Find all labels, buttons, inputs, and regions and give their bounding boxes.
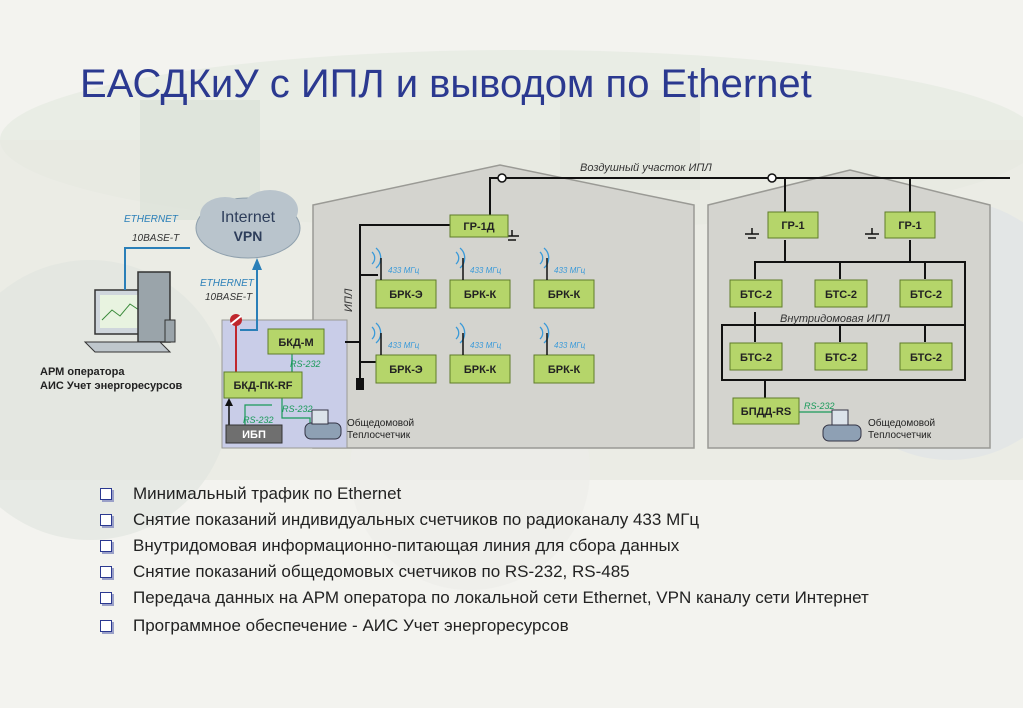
mhz-label-6: 433 МГц: [554, 341, 586, 350]
rs232-label-a: RS-232: [290, 359, 321, 369]
rs232-label-c: RS-232: [243, 415, 274, 425]
gr-1-block-b: ГР-1: [898, 220, 921, 232]
meter-right-label-1: Общедомовой: [868, 417, 935, 429]
list-item: Передача данных на АРМ оператора по лока…: [100, 588, 1000, 608]
mhz-label-3: 433 МГц: [554, 266, 586, 275]
meter-left-label-1: Общедомовой: [347, 417, 414, 429]
list-item: Снятие показаний индивидуальных счетчико…: [100, 510, 1000, 530]
brk-block: БРК-К: [464, 289, 497, 301]
mhz-label-4: 433 МГц: [388, 341, 420, 350]
ipl-vertical-label: ИПЛ: [343, 288, 355, 312]
checkbox-bullet-icon: [100, 514, 112, 526]
mhz-label-2: 433 МГц: [470, 266, 502, 275]
operator-computer: [83, 271, 176, 353]
operator-label-line1: АРМ оператора: [40, 366, 125, 378]
mhz-label-5: 433 МГц: [470, 341, 502, 350]
ethernet-mid-label: ETHERNET: [200, 278, 255, 289]
bpdd-rs-block: БПДД-RS: [741, 406, 791, 418]
brk-block: БРК-Э: [389, 364, 423, 376]
bkd-pk-rf-block: БКД-ПК-RF: [233, 380, 292, 392]
bts-block: БТС-2: [910, 289, 942, 301]
heat-meter-right: [822, 409, 862, 442]
internet-cloud: [195, 190, 301, 259]
brk-block: БРК-Э: [389, 289, 423, 301]
rs232-label-b: RS-232: [282, 404, 313, 414]
list-item: Программное обеспечение - АИС Учет энерг…: [100, 616, 1000, 636]
heat-meter-left: [304, 409, 342, 440]
inhouse-ipl-label: Внутридомовая ИПЛ: [780, 313, 890, 325]
checkbox-bullet-icon: [100, 540, 112, 552]
feature-list: Минимальный трафик по Ethernet Снятие по…: [100, 484, 1000, 642]
ibp-block: ИБП: [242, 429, 266, 441]
bts-block: БТС-2: [740, 289, 772, 301]
brk-block: БРК-К: [548, 289, 581, 301]
house-right: [707, 169, 991, 449]
bts-block: БТС-2: [825, 289, 857, 301]
checkbox-bullet-icon: [100, 566, 112, 578]
list-item: Снятие показаний общедомовых счетчиков п…: [100, 562, 1000, 582]
gr-1-block-a: ГР-1: [781, 220, 804, 232]
checkbox-bullet-icon: [100, 620, 112, 632]
brk-block: БРК-К: [464, 364, 497, 376]
operator-label-line2: АИС Учет энергоресурсов: [40, 380, 183, 392]
air-section-label: Воздушный участок ИПЛ: [580, 162, 712, 174]
rs232-label-d: RS-232: [804, 401, 835, 411]
ethernet-left-label: ETHERNET: [124, 214, 179, 225]
vpn-label: VPN: [234, 228, 263, 244]
bts-block: БТС-2: [910, 352, 942, 364]
bts-block: БТС-2: [825, 352, 857, 364]
checkbox-bullet-icon: [100, 488, 112, 500]
mhz-label-1: 433 МГц: [388, 266, 420, 275]
checkbox-bullet-icon: [100, 592, 112, 604]
meter-right-label-2: Теплосчетчик: [868, 430, 932, 441]
meter-left-label-2: Теплосчетчик: [347, 430, 411, 441]
bkd-m-block: БКД-М: [278, 337, 313, 349]
base-left-label: 10BASE-T: [132, 233, 180, 244]
gr-1d-block: ГР-1Д: [463, 221, 494, 233]
internet-label: Internet: [221, 209, 276, 226]
list-item: Минимальный трафик по Ethernet: [100, 484, 1000, 504]
list-item: Внутридомовая информационно-питающая лин…: [100, 536, 1000, 556]
page-title: ЕАСДКиУ с ИПЛ и выводом по Ethernet: [80, 62, 812, 106]
base-mid-label: 10BASE-T: [205, 292, 253, 303]
brk-block: БРК-К: [548, 364, 581, 376]
bts-block: БТС-2: [740, 352, 772, 364]
